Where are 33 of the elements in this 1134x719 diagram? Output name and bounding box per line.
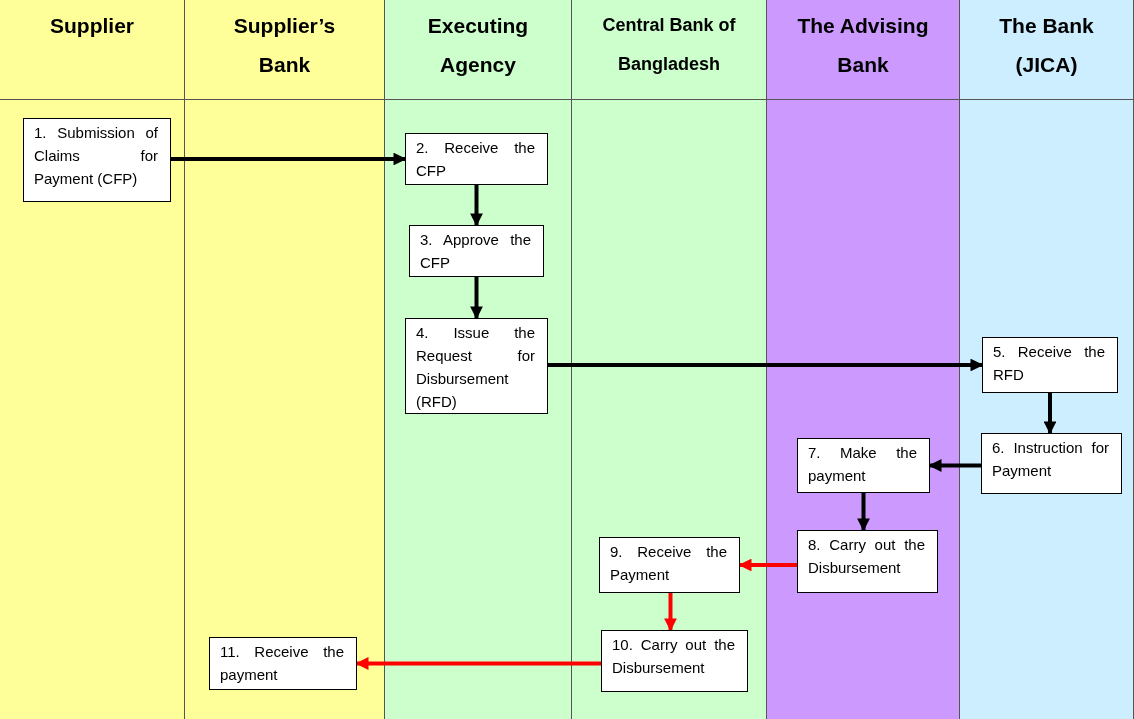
swimlane	[767, 0, 960, 719]
lane-title: Supplier	[0, 0, 184, 100]
arrow	[664, 593, 677, 632]
arrow	[1043, 393, 1057, 435]
process-box: 9. Receive the Payment	[599, 537, 740, 593]
process-box: 8. Carry out the Disbursement	[797, 530, 938, 593]
arrow	[928, 459, 981, 472]
swimlane	[0, 0, 185, 719]
lane-title: Central Bank of Bangladesh	[572, 0, 766, 100]
process-box: 4. Issue the Request for Disbursement (RFD)	[405, 318, 548, 414]
lane-title: The Advising Bank	[767, 0, 959, 100]
lane-title: Supplier’s Bank	[185, 0, 384, 100]
arrow	[355, 657, 601, 670]
swimlane	[572, 0, 767, 719]
arrow	[857, 493, 870, 532]
lane-title: Executing Agency	[385, 0, 571, 100]
process-box: 11. Receive the payment	[209, 637, 357, 690]
arrow	[171, 152, 407, 166]
lane-title: The Bank (JICA)	[960, 0, 1133, 100]
process-box: 6. Instruction for Payment	[981, 433, 1122, 494]
swimlane	[185, 0, 385, 719]
arrow	[470, 185, 483, 227]
process-box: 5. Receive the RFD	[982, 337, 1118, 393]
process-box: 3. Approve the CFP	[409, 225, 544, 277]
arrow	[738, 558, 797, 572]
process-box: 2. Receive the CFP	[405, 133, 548, 185]
process-box: 10. Carry out the Disbursement	[601, 630, 748, 692]
arrow	[470, 277, 483, 320]
process-box: 1. Submission of Claims for Payment (CFP)	[23, 118, 171, 202]
swimlane	[385, 0, 572, 719]
arrow	[548, 358, 984, 372]
swimlane	[960, 0, 1134, 719]
process-box: 7. Make the payment	[797, 438, 930, 493]
